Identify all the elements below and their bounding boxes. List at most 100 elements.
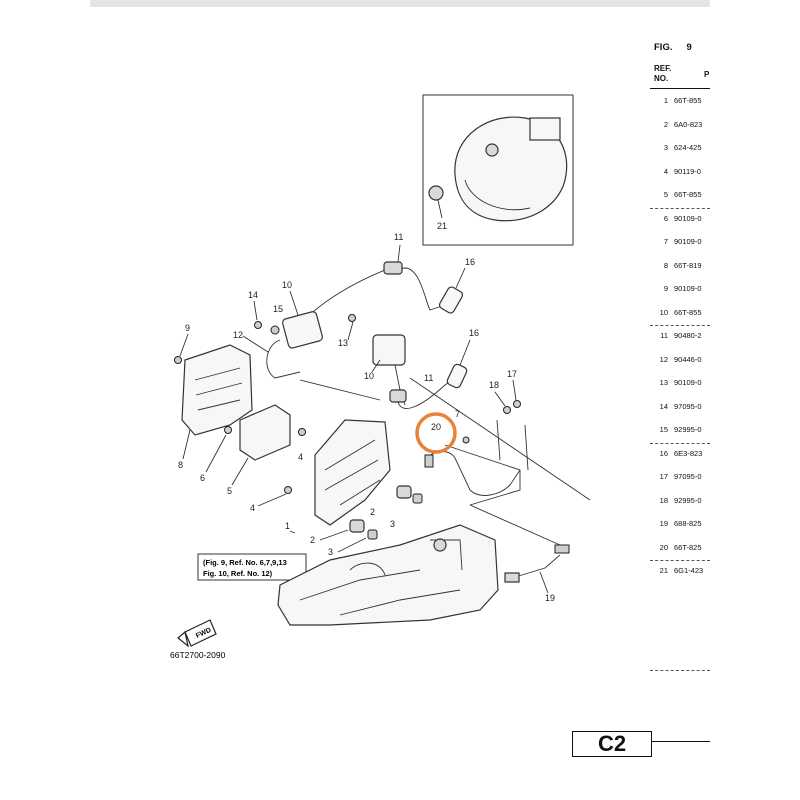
ref-no-header: REF. NO. <box>654 64 672 83</box>
list-end-dash <box>650 670 710 671</box>
part-number: 92995-0 <box>674 495 702 505</box>
ref-number: 19 <box>659 519 668 528</box>
parts-row: 19 688-825 <box>650 515 710 539</box>
leader-2b <box>319 529 349 541</box>
leader-16a <box>455 267 466 289</box>
ref-number: 8 <box>663 260 668 270</box>
callout-10a: 10 <box>282 280 292 290</box>
ref-number: 3 <box>663 143 668 152</box>
callout-8: 8 <box>178 460 183 470</box>
leader-10b <box>371 359 381 373</box>
ref-number: 11 <box>660 331 668 340</box>
leader-8 <box>182 429 191 460</box>
leader-4b <box>257 493 287 507</box>
ref-number: 20 <box>659 542 668 552</box>
forward-arrow: FWD <box>177 619 217 648</box>
part-number: 90109-0 <box>674 284 702 293</box>
part-number: 688-825 <box>674 519 702 528</box>
figure-number: 9 <box>686 42 692 53</box>
bolt-13 <box>348 314 356 322</box>
leader-6 <box>205 434 227 473</box>
plug-cap-16-lower <box>446 363 468 389</box>
bolt-7 <box>462 436 470 444</box>
parts-row: 9 90109-0 <box>650 280 710 304</box>
ref-number: 15 <box>659 425 668 434</box>
callout-4a: 4 <box>298 452 303 462</box>
part-number: 6G1-423 <box>674 566 704 575</box>
callout-3b: 3 <box>328 547 333 557</box>
part-no-header: P <box>704 70 710 79</box>
sensor-lead-19 <box>511 554 561 579</box>
leader-9 <box>179 333 189 357</box>
ref-number: 12 <box>659 354 668 364</box>
washer-18 <box>503 406 511 414</box>
part-number: 66T-855 <box>674 190 702 199</box>
grommet-2a <box>396 485 412 499</box>
callout-17: 17 <box>507 369 517 379</box>
ground-lead-a <box>496 419 501 461</box>
leader-12 <box>242 335 269 353</box>
callout-10b: 10 <box>364 371 374 381</box>
part-21-plug <box>428 185 444 201</box>
callout-13: 13 <box>338 338 348 348</box>
callout-6: 6 <box>200 473 205 483</box>
page-code-rule <box>652 741 710 742</box>
part-number: 90109-0 <box>674 378 702 387</box>
callout-18: 18 <box>489 380 499 390</box>
figure-title: FIG.9 <box>654 42 692 53</box>
callout-16a: 16 <box>465 257 475 267</box>
callout-14: 14 <box>248 290 258 300</box>
top-scan-bar <box>90 0 710 7</box>
part-number: 6A0-823 <box>674 119 703 129</box>
callout-16b: 16 <box>469 328 479 338</box>
part-number: 66T-855 <box>674 96 702 105</box>
parts-row: 18 92995-0 <box>650 492 710 516</box>
engine-boss <box>433 538 447 552</box>
leader-3b <box>337 537 367 553</box>
engine-block-details <box>299 539 463 616</box>
ignition-coil-center <box>372 334 406 366</box>
part-number: 624-425 <box>674 143 702 152</box>
leader-1 <box>289 530 296 534</box>
ref-number: 14 <box>659 401 668 411</box>
cover-hub <box>485 143 499 157</box>
ref-number: 18 <box>659 495 668 505</box>
leader-14 <box>253 300 258 321</box>
leader-11a <box>397 244 401 263</box>
assembly-guide-lines <box>299 377 591 546</box>
bolt-17 <box>513 400 521 408</box>
part-number: 6E3-823 <box>674 448 703 458</box>
lead-boot-lower <box>389 389 407 403</box>
callout-12: 12 <box>233 330 243 340</box>
exploded-parts-diagram: 21 11 16 14 15 10 12 13 10 11 16 9 8 6 5 <box>170 94 591 660</box>
parts-row: 7 90109-0 <box>650 233 710 257</box>
collar-3b <box>367 529 378 540</box>
plug-cap-16-top <box>438 286 464 314</box>
ref-number: 16 <box>659 448 668 458</box>
part-number: 90109-0 <box>674 237 702 246</box>
flywheel-cover <box>454 116 568 222</box>
flywheel-cover-rim <box>464 179 531 211</box>
ref-number: 4 <box>663 166 668 176</box>
callout-4b: 4 <box>250 503 255 513</box>
part-20-highlight-ring <box>415 412 457 454</box>
bolt-6 <box>224 426 232 434</box>
header-rule <box>650 88 710 89</box>
parts-row: 20 66T-825 <box>650 539 710 563</box>
part-number: 90446-0 <box>674 354 702 364</box>
callout-2b: 2 <box>310 535 315 545</box>
inset-box <box>422 94 574 246</box>
callout-15: 15 <box>273 304 283 314</box>
part-number: 92995-0 <box>674 425 702 434</box>
callout-11b: 11 <box>424 373 433 383</box>
ref-number: 9 <box>663 284 668 293</box>
part-number: 66T-825 <box>674 542 702 552</box>
ref-number: 7 <box>663 237 668 246</box>
ref-number: 5 <box>663 190 668 199</box>
part-number: 66T-855 <box>674 307 702 317</box>
electrical-bracket-1 <box>314 419 391 526</box>
